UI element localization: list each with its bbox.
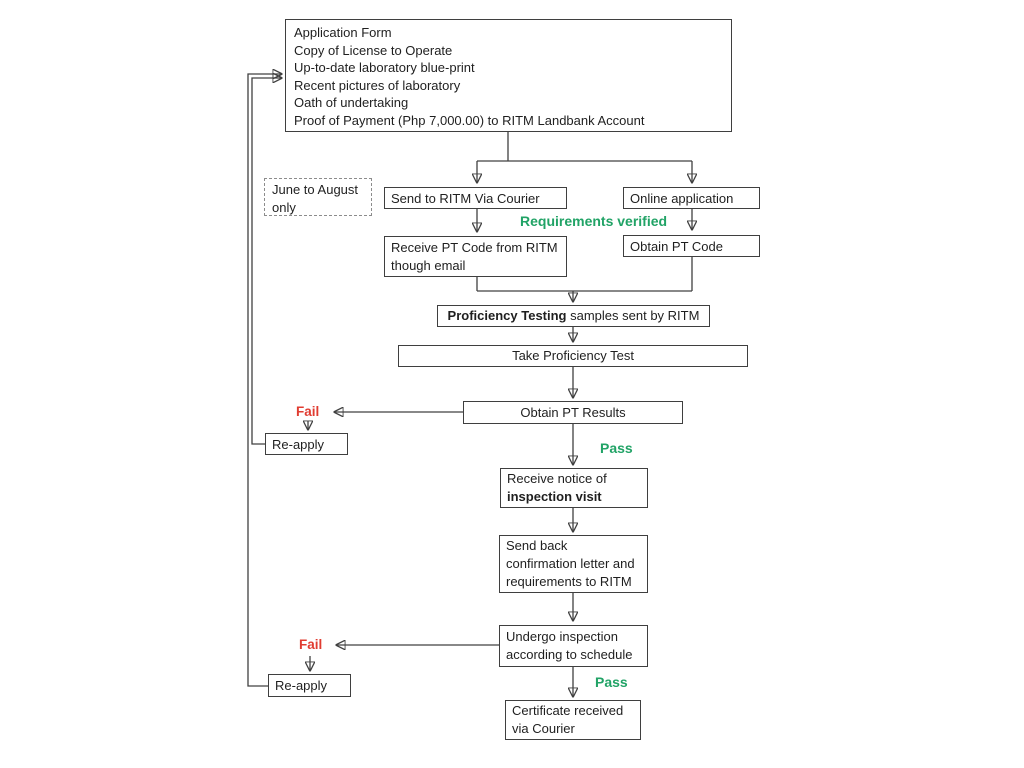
loop-reapply1-to-requirements [251,78,281,445]
receive-pt-code-line: though email [391,258,466,273]
reapply-box-2: Re-apply [268,674,351,697]
requirement-line: Copy of License to Operate [294,42,453,58]
note-line: June to August [272,182,359,197]
certificate-line: via Courier [512,721,575,736]
requirement-line: Recent pictures of laboratory [294,77,461,93]
fail-label-2: Fail [299,637,323,652]
requirement-line: Oath of undertaking [294,95,409,110]
undergo-line: according to schedule [506,647,633,662]
pass-label-1: Pass [600,440,633,456]
receive-pt-code-line: Receive PT Code from RITM [391,240,558,255]
receive-notice-line-bold: inspection visit [507,489,602,504]
requirements-box: Application Form Copy of License to Oper… [285,19,732,132]
pt-samples-label: Proficiency Testing samples sent by RITM [448,307,700,325]
send-back-line: confirmation letter and [506,556,635,571]
take-pt-box: Take Proficiency Test [398,345,748,367]
requirement-line: Up-to-date laboratory blue-print [294,60,475,75]
send-back-line: Send back [506,538,568,553]
send-back-box: Send back confirmation letter and requir… [499,535,648,593]
note-line: only [272,200,296,215]
pt-samples-rest: samples sent by RITM [566,308,700,323]
fail-label-1: Fail [296,404,320,419]
obtain-pt-results-label: Obtain PT Results [520,404,626,420]
requirements-verified-label: Requirements verified [520,213,668,229]
undergo-inspection-box: Undergo inspection according to schedule [499,625,648,667]
take-pt-label: Take Proficiency Test [512,348,634,363]
reapply-box-1: Re-apply [265,433,348,455]
arrow-requirements-split [477,132,692,162]
receive-notice-box: Receive notice of inspection visit [500,468,648,508]
pt-samples-box: Proficiency Testing samples sent by RITM [437,305,710,327]
requirement-line: Proof of Payment (Php 7,000.00) to RITM … [294,112,645,128]
receive-notice-line: Receive notice of [507,471,607,486]
reapply-label: Re-apply [275,678,328,693]
obtain-pt-code-box: Obtain PT Code [623,235,760,257]
obtain-pt-results-box: Obtain PT Results [463,401,683,424]
send-courier-box: Send to RITM Via Courier [384,187,567,209]
certificate-line: Certificate received [512,703,624,718]
send-back-line: requirements to RITM [506,574,632,589]
undergo-line: Undergo inspection [506,629,619,644]
pt-samples-bold: Proficiency Testing [447,308,567,323]
certificate-box: Certificate received via Courier [505,700,641,740]
send-courier-label: Send to RITM Via Courier [391,191,540,206]
obtain-pt-code-label: Obtain PT Code [630,239,723,254]
online-application-box: Online application [623,187,760,209]
receive-pt-code-box: Receive PT Code from RITM though email [384,236,567,277]
june-august-note: June to August only [264,178,372,216]
online-application-label: Online application [630,191,734,206]
loop-reapply2-to-requirements [247,74,281,687]
requirement-line: Application Form [294,25,392,40]
pass-label-2: Pass [595,674,628,690]
reapply-label: Re-apply [272,437,325,452]
